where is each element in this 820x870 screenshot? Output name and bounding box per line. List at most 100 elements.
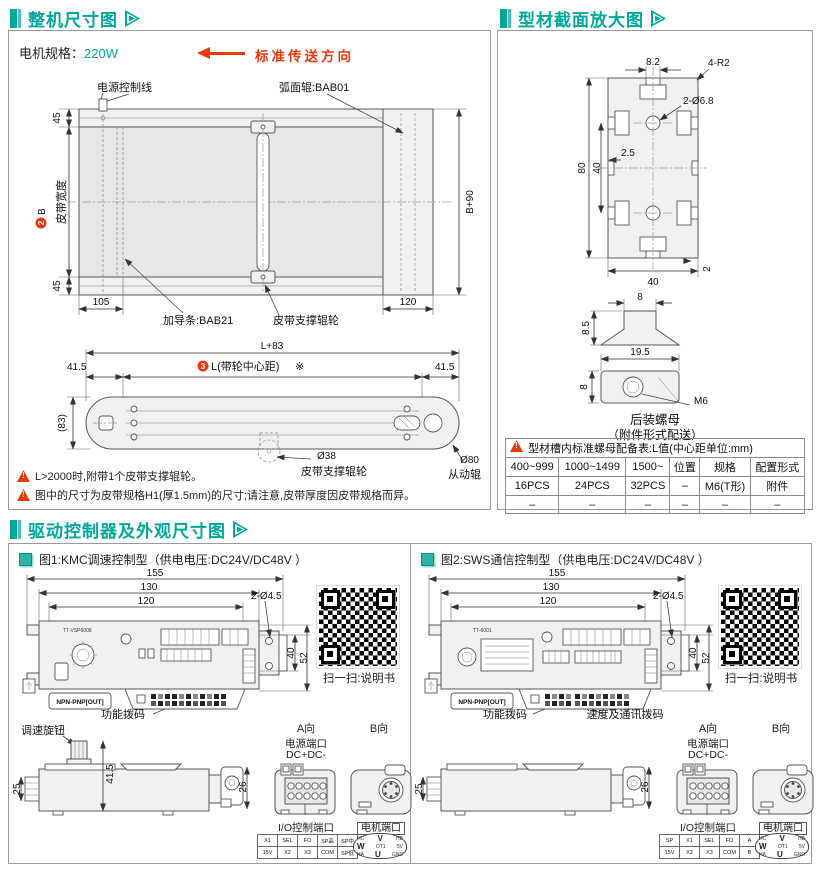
power-port-label: 电源端口 — [687, 738, 729, 750]
note-1: L>2000时,附带1个皮带支撑辊轮。 — [17, 468, 482, 484]
dc-label: DC+DC- — [286, 749, 326, 761]
dim-83: (83) — [57, 414, 68, 432]
knob-label: 调速旋钮 — [21, 723, 65, 737]
label-power-line: 电源控制线 — [97, 81, 152, 94]
direction-arrow-icon — [197, 47, 245, 59]
qr-finder-icon — [723, 590, 742, 609]
direction-label: 标准传送方向 — [255, 49, 354, 64]
terminal-pins — [287, 782, 327, 800]
nut-dim-8-top: 8 — [637, 293, 643, 303]
play-arrow-icon — [125, 10, 140, 27]
header-bar-icon — [18, 9, 21, 28]
dip-switches — [545, 694, 629, 706]
label-support-roller-2: 皮带支撑辊轮 — [301, 464, 367, 478]
label-guide: 加导条:BAB21 — [163, 313, 233, 327]
fig2-side-view-drawing: 25 26 — [415, 763, 652, 816]
dim-120: 120 — [400, 297, 417, 308]
dc-label: DC+DC- — [688, 749, 728, 761]
section-title: 驱动控制器及外观尺寸图 — [28, 522, 226, 541]
dim-130: 130 — [141, 582, 158, 593]
conveyor-top-view-drawing: 电源控制线 弧面辊:BAB01 45 45 2 B 皮带宽度 B+90 — [35, 81, 476, 327]
fig1-caption: 图1:KMC调速控制型（供电电压:DC24V/DC48V ） — [19, 551, 307, 568]
panel-divider — [410, 544, 411, 863]
dim-45-bottom: 45 — [52, 280, 63, 292]
play-arrow-icon — [651, 10, 666, 27]
a-direction-label: A向 — [698, 723, 718, 735]
fig1-side-view-drawing: 调速旋钮 25 41.5 26 — [13, 723, 250, 816]
dim-41-5-right: 41.5 — [435, 362, 455, 373]
nut-dim-8-5: 8.5 — [581, 321, 592, 335]
svg-text:B: B — [37, 208, 48, 215]
warning-icon — [17, 470, 30, 482]
dip2-label: 速度及通讯拨码 — [587, 707, 664, 719]
section-title: 型材截面放大图 — [518, 11, 644, 30]
dim-25: 25 — [13, 783, 23, 795]
dim-120: 120 — [138, 596, 155, 607]
section-title: 整机尺寸图 — [28, 11, 118, 30]
power-port-label: 电源端口 — [285, 738, 327, 750]
motor-spec: 电机规格：220W — [19, 43, 118, 62]
motor-port-label-wrap: 电机端口 — [353, 818, 409, 836]
conveyor-side-view-drawing: L+83 3 L(带轮中心距) ※ 41.5 41.5 — [57, 341, 481, 481]
dim-2d68: 2-Ø6.8 — [683, 96, 714, 107]
dim-45-top: 45 — [52, 112, 63, 124]
warning-icon — [17, 489, 30, 501]
table-caption-row: 型材槽内标准螺母配备表:L值(中心距单位:mm) — [505, 438, 805, 458]
nut-caption: 后装螺母 — [629, 413, 680, 427]
dim-2: 2 — [702, 266, 713, 272]
qr-code — [316, 585, 400, 669]
fig2-b-view-drawing — [752, 764, 814, 815]
qr-label: 扫一扫:说明书 — [724, 673, 798, 685]
belt-width-label: 皮带宽度 — [54, 180, 68, 224]
t-nut-drawing: 8 8.5 19.5 8 M6 — [579, 293, 708, 405]
svg-text:L(带轮中心距): L(带轮中心距) — [211, 359, 279, 373]
motor-port-label: 电机端口 — [357, 822, 405, 835]
qr-finder-icon — [778, 590, 797, 609]
nut-allocation-table: 型材槽内标准螺母配备表:L值(中心距单位:mm) 400~999 1000~14… — [504, 438, 806, 514]
warning-icon — [510, 440, 523, 452]
header-bar-icon — [500, 9, 507, 28]
b-direction-label: B向 — [369, 723, 389, 735]
qr-finder-icon — [321, 590, 340, 609]
dim-52: 52 — [701, 652, 712, 664]
plug-pins — [384, 782, 398, 798]
io-port-label: I/O控制端口 — [679, 822, 736, 834]
dim-155: 155 — [147, 569, 164, 579]
fig2-a-view-drawing — [676, 763, 738, 815]
npn-label: NPN-PNP[OUT] — [458, 699, 505, 706]
table-row: – – – – – – — [504, 495, 806, 514]
table-header-row: 400~999 1000~1499 1500~ 位置 规格 配置形式 — [504, 457, 806, 477]
section-header-overall: 整机尺寸图 — [10, 6, 140, 31]
profile-cross-section-drawing: 8.2 4-R2 2-Ø6.8 2.5 80 40 40 2 — [577, 57, 730, 288]
label-arc-roller: 弧面辊:BAB01 — [279, 81, 349, 94]
motor-port-label-wrap: 电机端口 — [755, 818, 811, 836]
dim-40-inner: 40 — [592, 162, 603, 174]
fig1-b-view-drawing — [350, 764, 412, 815]
dim-41-5: 41.5 — [105, 764, 116, 784]
svg-text:※: ※ — [295, 361, 304, 373]
square-bullet-icon — [19, 553, 32, 566]
note-2: 图中的尺寸为皮带规格H1(厚1.5mm)的尺寸;请注意,皮带厚度因皮带规格而异。 — [17, 487, 482, 503]
dim-25: 25 — [415, 783, 425, 795]
label-driven-roller: 从动辊 — [448, 467, 481, 481]
b-direction-label: B向 — [771, 723, 791, 735]
device-model: TT-VSP6008 — [63, 628, 92, 634]
dim-155: 155 — [549, 569, 566, 579]
table-row: 16PCS 24PCS 32PCS – M6(T形) 附件 — [504, 476, 806, 496]
io-port-label: I/O控制端口 — [277, 822, 334, 834]
dip-switches — [151, 694, 226, 706]
fig2-caption: 图2:SWS通信控制型（供电电压:DC24V/DC48V ） — [421, 551, 710, 568]
qr-label: 扫一扫:说明书 — [322, 673, 396, 685]
header-bar-icon — [10, 520, 17, 539]
nut-m6: M6 — [694, 396, 708, 405]
fig1-a-view-drawing — [274, 763, 336, 815]
dim-holes: 2-Ø4.5 — [251, 591, 282, 602]
qr-code — [718, 585, 802, 669]
terminal-pins — [689, 782, 729, 800]
svg-text:2: 2 — [37, 220, 46, 225]
dim-40-bottom: 40 — [647, 277, 659, 288]
